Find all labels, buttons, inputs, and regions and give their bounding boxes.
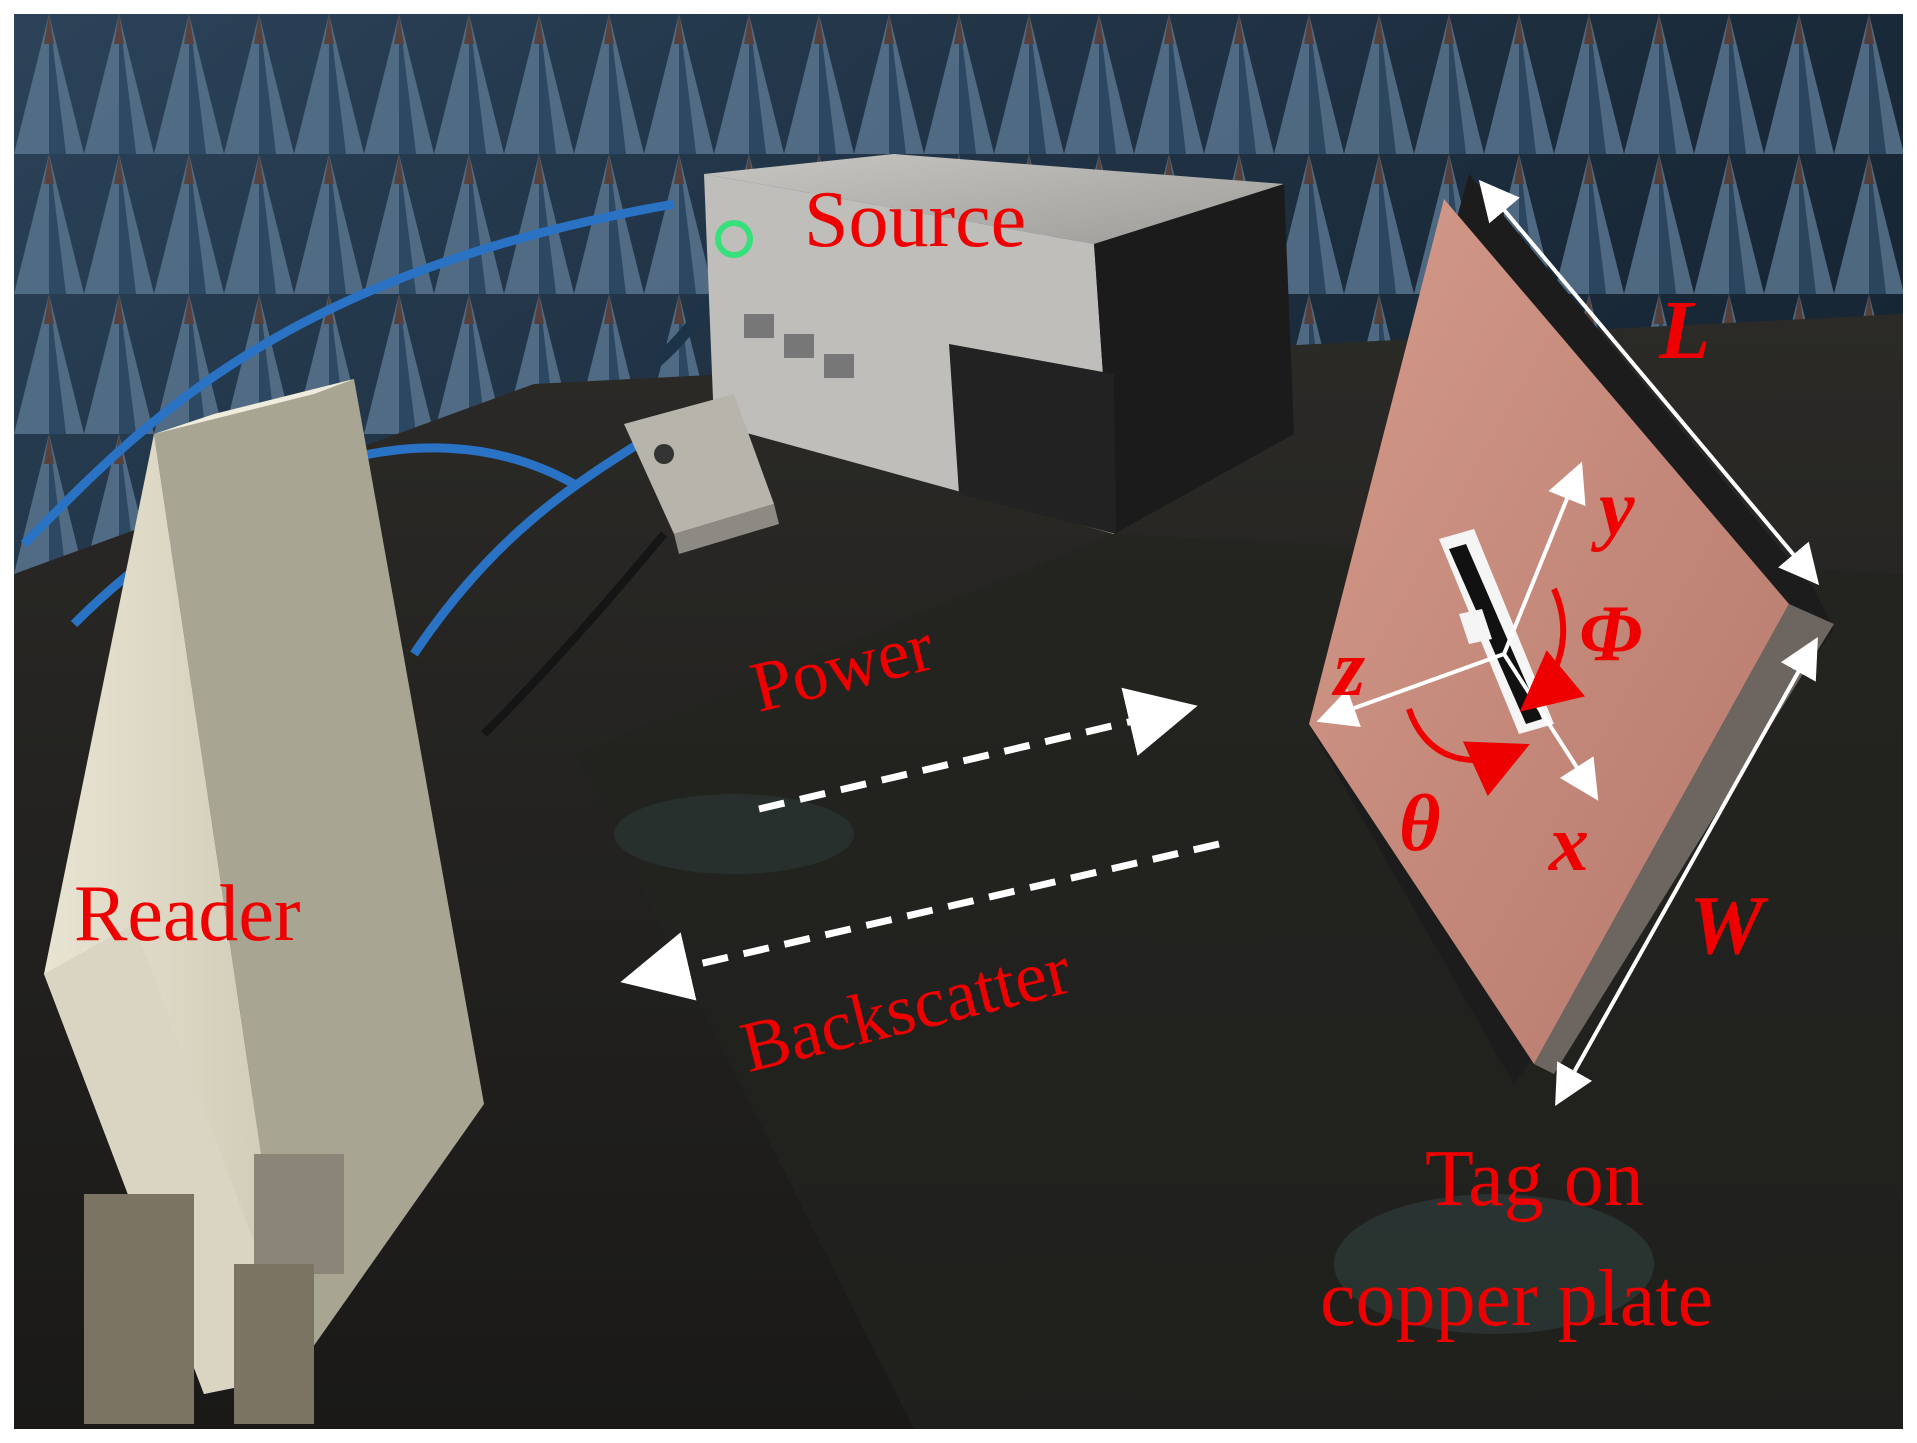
- power-arrow: [758, 687, 1198, 813]
- y-axis-arrow: [1502, 461, 1586, 655]
- width-dimension-arrow: [1555, 637, 1818, 1106]
- x-axis-arrow: [1502, 652, 1599, 801]
- coordinate-axes: [1316, 461, 1599, 801]
- source-device: [704, 154, 1294, 534]
- photo: Source Reader Power Backscatter Tag on c…: [14, 14, 1903, 1429]
- length-dimension-arrow: [1478, 179, 1820, 586]
- phi-angle-arc: [1519, 587, 1586, 712]
- reader-device: [44, 379, 484, 1424]
- theta-angle-arc: [1406, 708, 1530, 797]
- z-axis-arrow: [1316, 652, 1505, 727]
- coupler: [624, 394, 779, 554]
- lab-scene: [14, 14, 1903, 1429]
- blue-cable: [20, 199, 675, 548]
- backscatter-arrow: [620, 840, 1220, 1001]
